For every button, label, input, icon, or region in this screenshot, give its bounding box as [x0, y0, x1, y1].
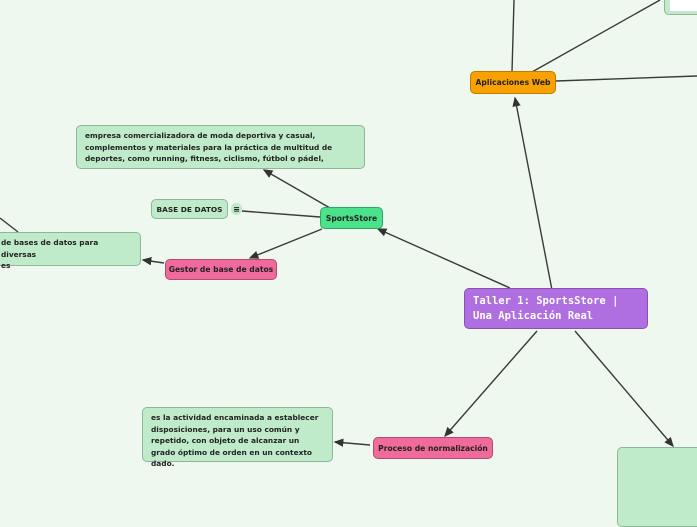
gestor-node[interactable]: Gestor de base de datos	[165, 259, 277, 280]
aplicaciones-web-node[interactable]: Aplicaciones Web	[470, 71, 556, 94]
central-title-line2: Una Aplicación Real	[473, 310, 594, 322]
normalizacion-description[interactable]: es la actividad encaminada a establecer …	[142, 407, 333, 468]
notes-icon[interactable]: ≡	[231, 203, 242, 215]
base-de-datos-node[interactable]: BASE DE DATOS	[151, 199, 228, 219]
bottom-right-node[interactable]	[617, 447, 697, 527]
gestor-description-line1: de bases de datos para diversas	[1, 238, 99, 259]
sportsstore-node[interactable]: SportsStore	[320, 207, 383, 229]
sportsstore-description[interactable]: empresa comercializadora de moda deporti…	[76, 125, 365, 169]
central-title-line1: Taller 1: SportsStore |	[473, 295, 619, 307]
gestor-description-line2: es	[1, 261, 11, 270]
top-right-node[interactable]	[664, 0, 697, 15]
gestor-description[interactable]: de bases de datos para diversas es	[0, 232, 141, 270]
node-inner	[670, 0, 697, 11]
central-topic[interactable]: Taller 1: SportsStore | Una Aplicación R…	[464, 288, 648, 329]
normalizacion-node[interactable]: Proceso de normalización	[373, 437, 493, 459]
